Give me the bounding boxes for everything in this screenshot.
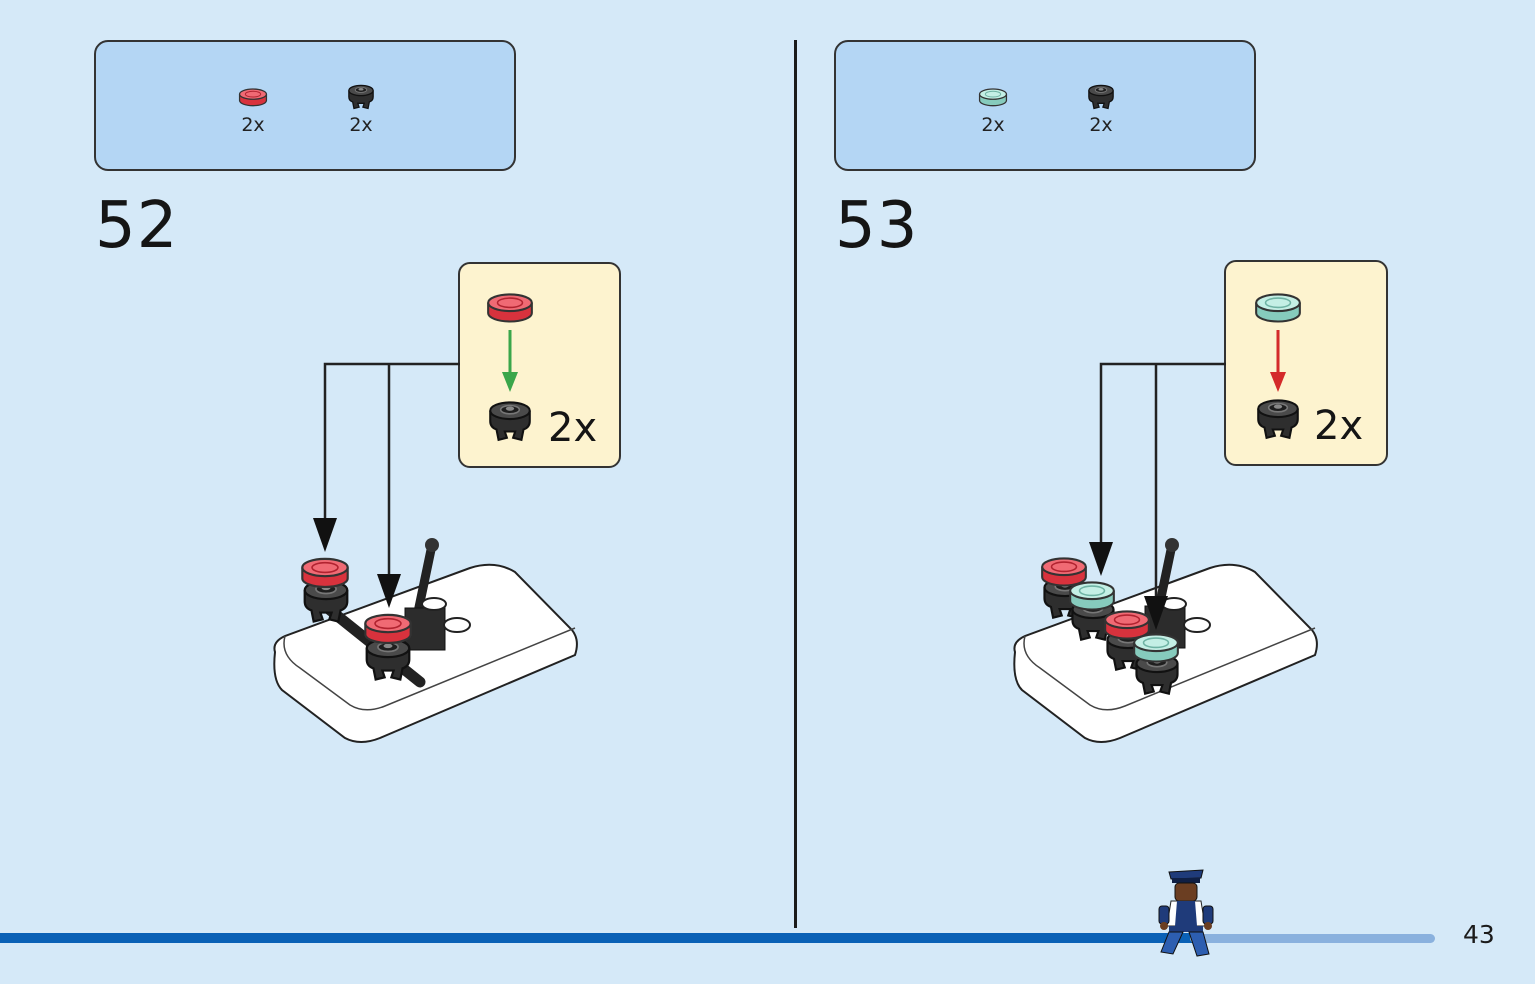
- part-quantity: 2x: [349, 114, 373, 136]
- progress-bar-completed: [0, 933, 1200, 943]
- arrow-head: [502, 372, 518, 392]
- step-53-model-illustration: [1013, 362, 1318, 743]
- progress-bar-remaining: [1190, 934, 1435, 943]
- sub-assembly-diagram: [480, 284, 540, 454]
- callout-quantity: 2x: [548, 405, 598, 451]
- sub-assembly-callout: 2x: [458, 262, 621, 468]
- part-quantity: 2x: [981, 114, 1005, 136]
- part-quantity: 2x: [1089, 114, 1113, 136]
- step-number: 53: [835, 189, 919, 263]
- page-divider: [794, 40, 797, 928]
- parts-list-step-52: 2x 2x: [94, 40, 516, 171]
- part-quantity: 2x: [241, 114, 265, 136]
- part-aqua-tile: 2x: [963, 84, 1023, 136]
- police-minifigure-icon: [1158, 869, 1214, 957]
- assembly-arrows: [1099, 362, 1226, 598]
- part-black-bracket: 2x: [1071, 78, 1131, 136]
- arrow-head: [1270, 372, 1286, 392]
- white-curved-base-plate: [273, 563, 578, 743]
- part-black-bracket: 2x: [331, 78, 391, 136]
- aqua-transparent-round-tile-icon: [1134, 634, 1178, 661]
- arrow-head: [377, 574, 401, 608]
- part-red-tile: 2x: [223, 84, 283, 136]
- parts-list-step-53: 2x 2x: [834, 40, 1256, 171]
- red-transparent-round-tile-icon: [1042, 558, 1086, 585]
- aqua-transparent-round-tile-icon: [1070, 582, 1114, 609]
- assembly-arrows: [323, 362, 460, 578]
- step-52-model-illustration: [273, 362, 578, 743]
- arrow-head: [313, 518, 337, 552]
- page-number: 43: [1463, 920, 1495, 949]
- red-transparent-round-tile-icon: [1105, 611, 1149, 638]
- arrow-head: [1144, 596, 1168, 630]
- sub-assembly-diagram: [1248, 284, 1308, 454]
- step-number: 52: [95, 189, 179, 263]
- arrow-head: [1089, 542, 1113, 576]
- callout-quantity: 2x: [1314, 403, 1364, 449]
